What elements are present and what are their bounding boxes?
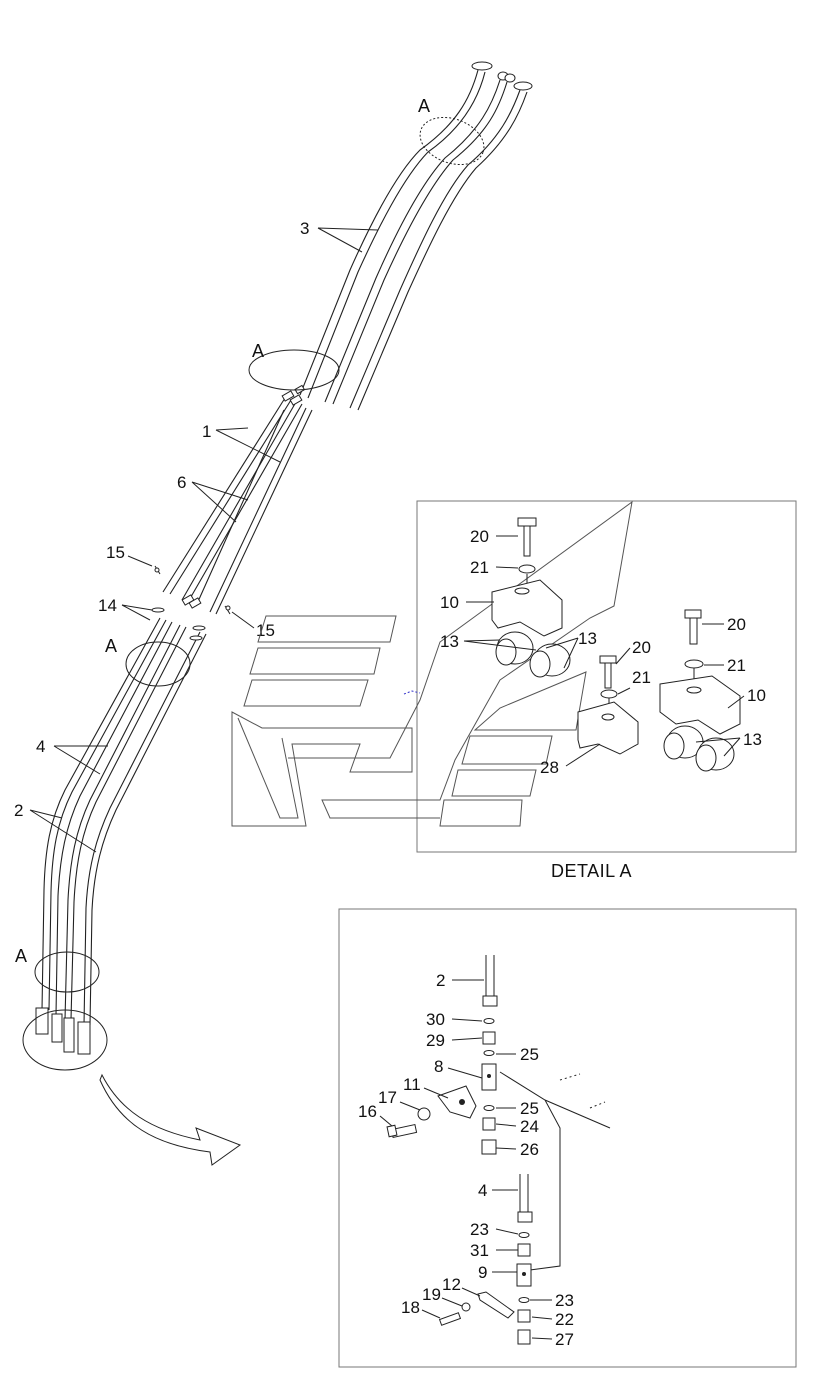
callout-14: 14 — [98, 596, 117, 615]
section-marker-a-2: A — [252, 341, 265, 361]
bottom-callout-27: 27 — [555, 1330, 574, 1349]
callout-15-right: 15 — [256, 621, 275, 640]
bottom-callout-19: 19 — [422, 1285, 441, 1304]
detail-a-callout-13-left: 13 — [440, 632, 459, 651]
bottom-callout-30: 30 — [426, 1010, 445, 1029]
detail-a-panel: 20 21 10 13 13 20 20 21 21 10 13 28 DETA… — [231, 500, 797, 881]
bottom-callout-26: 26 — [520, 1140, 539, 1159]
section-marker-a-3: A — [105, 636, 118, 656]
bottom-callout-25-top: 25 — [520, 1045, 539, 1064]
section-marker-a-4: A — [15, 946, 28, 966]
bottom-callout-4: 4 — [478, 1181, 487, 1200]
callout-6: 6 — [177, 473, 186, 492]
detail-a-callout-10: 10 — [440, 593, 459, 612]
bottom-detail-panel: 2 30 29 25 8 11 17 16 25 24 26 4 23 31 9… — [338, 908, 797, 1368]
main-view-labels: 3 1 6 15 14 15 4 2 — [14, 219, 379, 853]
bottom-callout-29: 29 — [426, 1031, 445, 1050]
callout-15-left: 15 — [106, 543, 125, 562]
detail-a-callout-21-lower: 21 — [632, 668, 651, 687]
detail-a-callout-13-mid: 13 — [578, 629, 597, 648]
bottom-callout-8: 8 — [434, 1057, 443, 1076]
callout-1: 1 — [202, 422, 211, 441]
callout-4: 4 — [36, 737, 45, 756]
detail-a-callout-10-right: 10 — [747, 686, 766, 705]
detail-a-caption: DETAIL A — [551, 861, 632, 881]
bottom-callout-2: 2 — [436, 971, 445, 990]
bottom-callout-22: 22 — [555, 1310, 574, 1329]
callout-3: 3 — [300, 219, 309, 238]
detail-a-callout-20: 20 — [470, 527, 489, 546]
bottom-callout-31: 31 — [470, 1241, 489, 1260]
curved-arrow-icon — [99, 1073, 242, 1166]
detail-a-callout-21-right: 21 — [727, 656, 746, 675]
pipe-assembly — [35, 61, 533, 1055]
bottom-callout-11: 11 — [403, 1075, 421, 1094]
watermark-logo — [231, 500, 633, 827]
bottom-callout-23-top: 23 — [470, 1220, 489, 1239]
detail-a-callout-20-lower: 20 — [632, 638, 651, 657]
bottom-callout-25-mid: 25 — [520, 1099, 539, 1118]
bottom-callout-16: 16 — [358, 1102, 377, 1121]
section-marker-a-1: A — [418, 96, 431, 116]
bottom-callout-12: 12 — [442, 1275, 461, 1294]
detail-a-callout-20-right: 20 — [727, 615, 746, 634]
detail-a-callout-13-right: 13 — [743, 730, 762, 749]
detail-a-callout-28: 28 — [540, 758, 559, 777]
bottom-callout-9: 9 — [478, 1263, 487, 1282]
section-markers: A A A A — [15, 96, 485, 1071]
bottom-callout-17: 17 — [378, 1088, 397, 1107]
bottom-callout-24: 24 — [520, 1117, 539, 1136]
callout-2: 2 — [14, 801, 23, 820]
detail-a-callout-21: 21 — [470, 558, 489, 577]
bottom-callout-18: 18 — [401, 1298, 420, 1317]
bottom-callout-23-bottom: 23 — [555, 1291, 574, 1310]
